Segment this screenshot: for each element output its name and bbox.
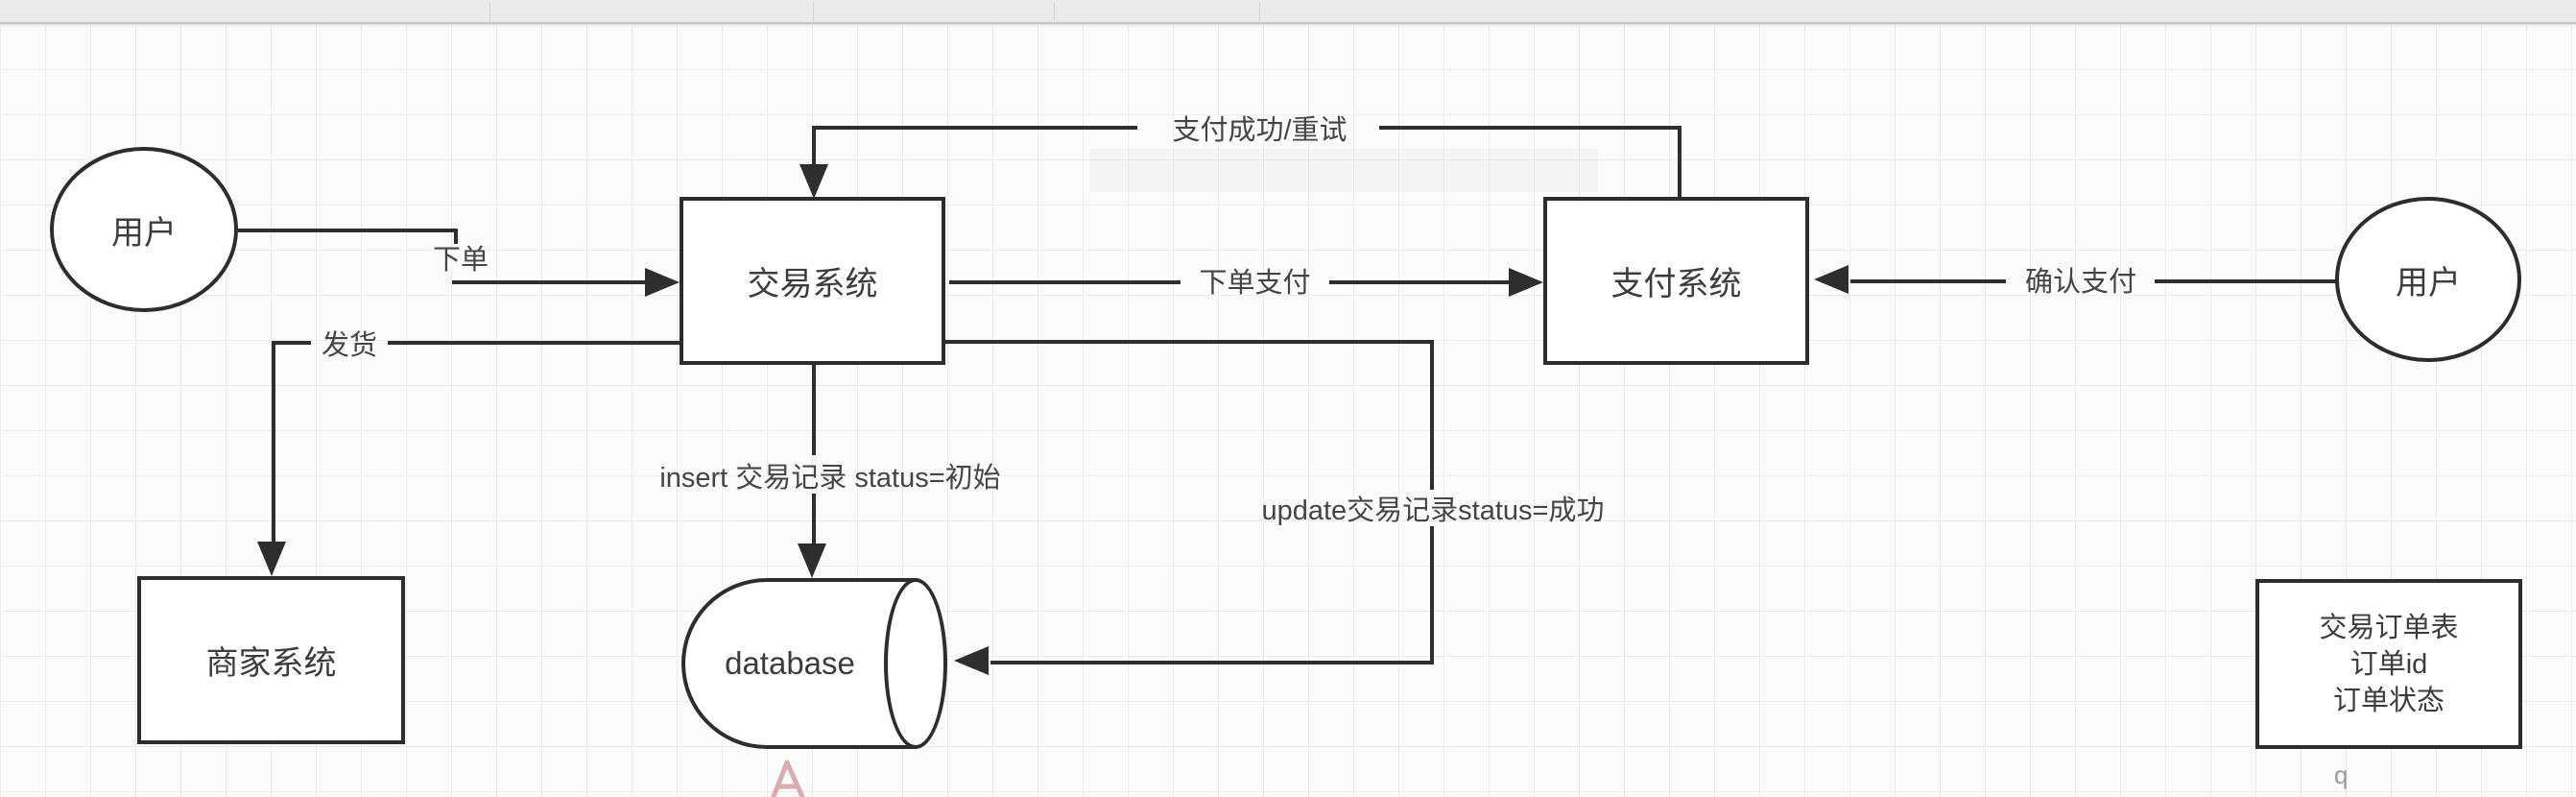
topbar-divider bbox=[1259, 2, 1260, 22]
edge-update-label[interactable]: update交易记录status=成功 bbox=[1261, 495, 1605, 526]
edge-ship-label[interactable]: 发货 bbox=[321, 330, 377, 361]
topbar-divider bbox=[813, 2, 814, 22]
edge-insert-line bbox=[812, 494, 816, 545]
edge-insert-label[interactable]: insert 交易记录 status=初始 bbox=[659, 463, 1001, 494]
node-trade-system[interactable]: 交易系统 bbox=[680, 197, 945, 365]
edge-pay-retry-line bbox=[1678, 126, 1682, 199]
edge-ship-line bbox=[272, 341, 311, 345]
node-user-right[interactable]: 用户 bbox=[2335, 197, 2521, 362]
edge-update-line bbox=[1430, 340, 1434, 490]
edge-order-pay-label[interactable]: 下单支付 bbox=[1199, 268, 1311, 299]
edge-insert-line bbox=[812, 365, 816, 455]
edge-place-order-line bbox=[238, 229, 458, 232]
edge-confirm-pay-label[interactable]: 确认支付 bbox=[2024, 267, 2136, 298]
order-table-line-1: 交易订单表 bbox=[2319, 612, 2459, 643]
pink-mark-icon bbox=[771, 760, 805, 797]
node-merchant-system[interactable]: 商家系统 bbox=[137, 576, 405, 744]
app-topbar bbox=[0, 0, 2576, 24]
edge-update-line bbox=[945, 340, 1434, 344]
edge-update-line bbox=[990, 661, 1434, 664]
order-table-line-3: 订单状态 bbox=[2332, 685, 2445, 716]
arrowhead-left-icon bbox=[954, 646, 989, 675]
node-merchant-system-label: 商家系统 bbox=[205, 645, 337, 682]
arrowhead-left-icon bbox=[1814, 265, 1849, 294]
order-table-line-2: 订单id bbox=[2349, 648, 2428, 680]
topbar-divider bbox=[1054, 2, 1055, 22]
node-user-left[interactable]: 用户 bbox=[50, 147, 238, 312]
stray-q-text: q bbox=[2334, 761, 2349, 789]
edge-pay-retry-line bbox=[812, 126, 1137, 130]
edge-order-pay-line bbox=[1329, 280, 1509, 284]
edge-place-order-tick bbox=[454, 229, 458, 244]
node-user-right-label: 用户 bbox=[2396, 264, 2461, 302]
arrowhead-right-icon bbox=[645, 268, 680, 297]
edge-place-order-line bbox=[452, 280, 645, 284]
node-payment-system[interactable]: 支付系统 bbox=[1543, 197, 1809, 365]
node-payment-system-label: 支付系统 bbox=[1610, 266, 1742, 302]
arrowhead-down-icon bbox=[798, 543, 826, 578]
edge-ship-line bbox=[388, 341, 681, 345]
topbar-divider bbox=[489, 2, 490, 22]
arrowhead-right-icon bbox=[1509, 268, 1543, 297]
canvas-smudge bbox=[1089, 149, 1598, 192]
edge-pay-retry-line bbox=[1379, 126, 1682, 130]
node-user-left-label: 用户 bbox=[111, 214, 177, 252]
arrowhead-down-icon bbox=[799, 164, 828, 199]
edge-update-line bbox=[1430, 526, 1434, 664]
edge-ship-line bbox=[272, 341, 275, 543]
edge-place-order-label[interactable]: 下单 bbox=[432, 245, 489, 276]
node-database-label: database bbox=[725, 645, 855, 681]
node-order-table[interactable]: 交易订单表 订单id 订单状态 bbox=[2255, 579, 2522, 749]
edge-pay-retry-line bbox=[812, 126, 816, 166]
edge-confirm-pay-line bbox=[1850, 279, 2006, 283]
edge-pay-retry-label[interactable]: 支付成功/重试 bbox=[1172, 115, 1348, 146]
node-database-cap bbox=[884, 578, 947, 749]
edge-order-pay-line bbox=[949, 280, 1181, 284]
arrowhead-down-icon bbox=[257, 542, 286, 576]
edge-confirm-pay-line bbox=[2155, 279, 2337, 283]
node-database-cylinder[interactable] bbox=[681, 578, 917, 749]
node-trade-system-label: 交易系统 bbox=[747, 266, 878, 302]
